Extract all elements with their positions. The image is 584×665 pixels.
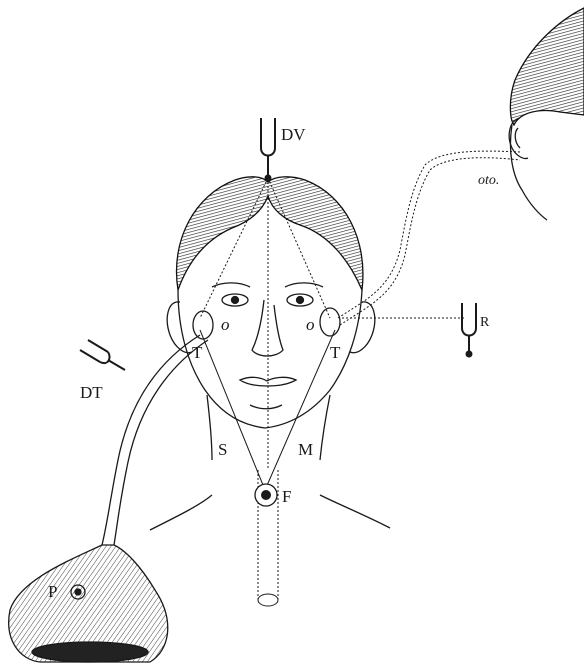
chin — [250, 405, 282, 409]
profile-hair — [510, 8, 584, 125]
label-o-right: o — [306, 316, 315, 333]
label-dt: DT — [80, 384, 103, 401]
left-brow — [212, 283, 250, 287]
label-f: F — [282, 488, 291, 505]
profile-ear-inner — [515, 128, 520, 148]
left-pupil — [232, 297, 239, 304]
m-line — [265, 330, 335, 490]
hair — [177, 177, 363, 290]
left-ear-piece — [193, 311, 213, 339]
profile-ear — [509, 118, 528, 159]
ear-pieces — [193, 308, 340, 339]
frontal-head — [150, 177, 390, 530]
neck-right — [320, 395, 330, 460]
right-ear-piece — [320, 308, 340, 336]
tuning-fork-dt — [80, 340, 125, 370]
label-o-left: o — [221, 316, 230, 333]
label-p: P — [48, 583, 57, 600]
profile-head — [509, 8, 584, 220]
tuning-fork-dv — [261, 118, 275, 181]
conduction-lines — [200, 151, 520, 606]
label-m: M — [298, 441, 313, 458]
p-marker-dot — [75, 589, 81, 595]
left-ear — [167, 302, 192, 353]
trachea-end — [258, 594, 278, 606]
label-dv: DV — [281, 126, 306, 143]
label-r: R — [480, 316, 489, 330]
rubber-tube — [102, 335, 200, 545]
tuning-fork-r — [462, 303, 476, 357]
f-marker — [255, 484, 277, 506]
bulb-apparatus — [9, 335, 208, 662]
label-t-left: T — [192, 344, 202, 361]
s-line — [200, 330, 265, 490]
label-t-right: T — [330, 344, 340, 361]
bulb-opening — [32, 642, 148, 662]
neck-left — [207, 395, 212, 460]
right-ear — [350, 302, 375, 353]
right-brow — [285, 283, 323, 287]
label-s: S — [218, 441, 227, 458]
right-pupil — [297, 297, 304, 304]
label-oto: oto. — [478, 174, 499, 188]
